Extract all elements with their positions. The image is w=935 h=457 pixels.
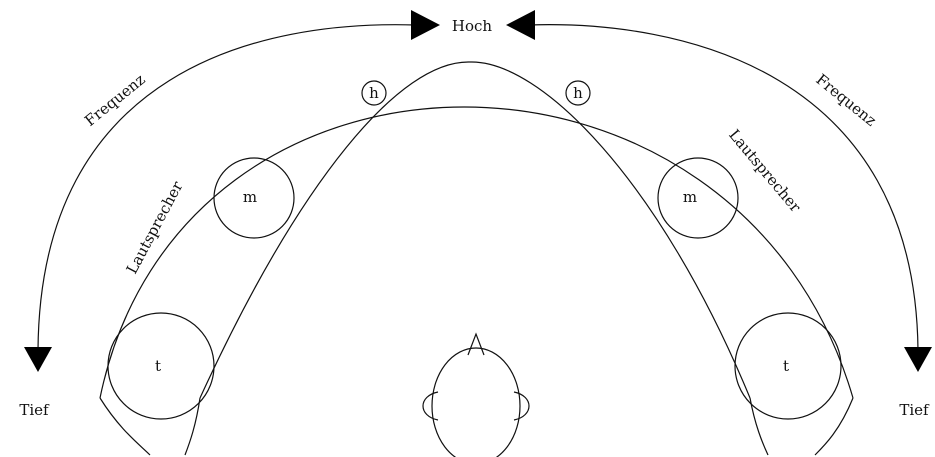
- speaker-boundary-inner-right: [469, 61, 751, 399]
- driver-left-low: [107, 312, 215, 420]
- frequency-arc-left: [37, 24, 417, 351]
- arrow-high-left: [411, 10, 440, 40]
- driver-left-mid-label: m: [243, 188, 257, 206]
- arrow-low-right: [904, 347, 932, 372]
- driver-right-mid-label: m: [683, 188, 697, 206]
- listener-head-icon: [422, 332, 530, 457]
- label-frequency-left: Frequenz: [81, 70, 148, 129]
- driver-right-high: [565, 80, 591, 106]
- frequency-arc-right: [528, 24, 919, 351]
- driver-left-high: [361, 80, 387, 106]
- speaker-boundary-bottom-left-inner: [184, 397, 201, 456]
- label-low-right: Tief: [899, 401, 930, 419]
- speaker-boundary-bottom-right: [814, 397, 854, 456]
- speaker-boundary-bottom-left: [99, 397, 151, 456]
- driver-left-mid: [213, 157, 295, 239]
- label-high: Hoch: [452, 17, 493, 35]
- driver-left-high-label: h: [369, 84, 379, 102]
- label-speaker-left: Lautsprecher: [123, 178, 187, 277]
- speaker-boundary-inner-left: [199, 61, 471, 399]
- driver-right-mid: [657, 157, 739, 239]
- label-low-left: Tief: [19, 401, 50, 419]
- speaker-boundary-bottom-right-inner: [749, 397, 769, 456]
- listener-nose: [467, 332, 485, 356]
- driver-right-low-label: t: [783, 357, 789, 375]
- speaker-boundary-outer: [99, 106, 854, 399]
- arrow-low-left: [24, 347, 52, 372]
- label-frequency-right: Frequenz: [812, 70, 879, 129]
- arrow-high-right: [506, 10, 535, 40]
- driver-left-low-label: t: [155, 357, 161, 375]
- listener-ear-right: [513, 391, 530, 421]
- listener-ear-left: [422, 391, 439, 421]
- listener-head: [431, 347, 521, 457]
- driver-right-low: [734, 312, 842, 420]
- driver-right-high-label: h: [573, 84, 583, 102]
